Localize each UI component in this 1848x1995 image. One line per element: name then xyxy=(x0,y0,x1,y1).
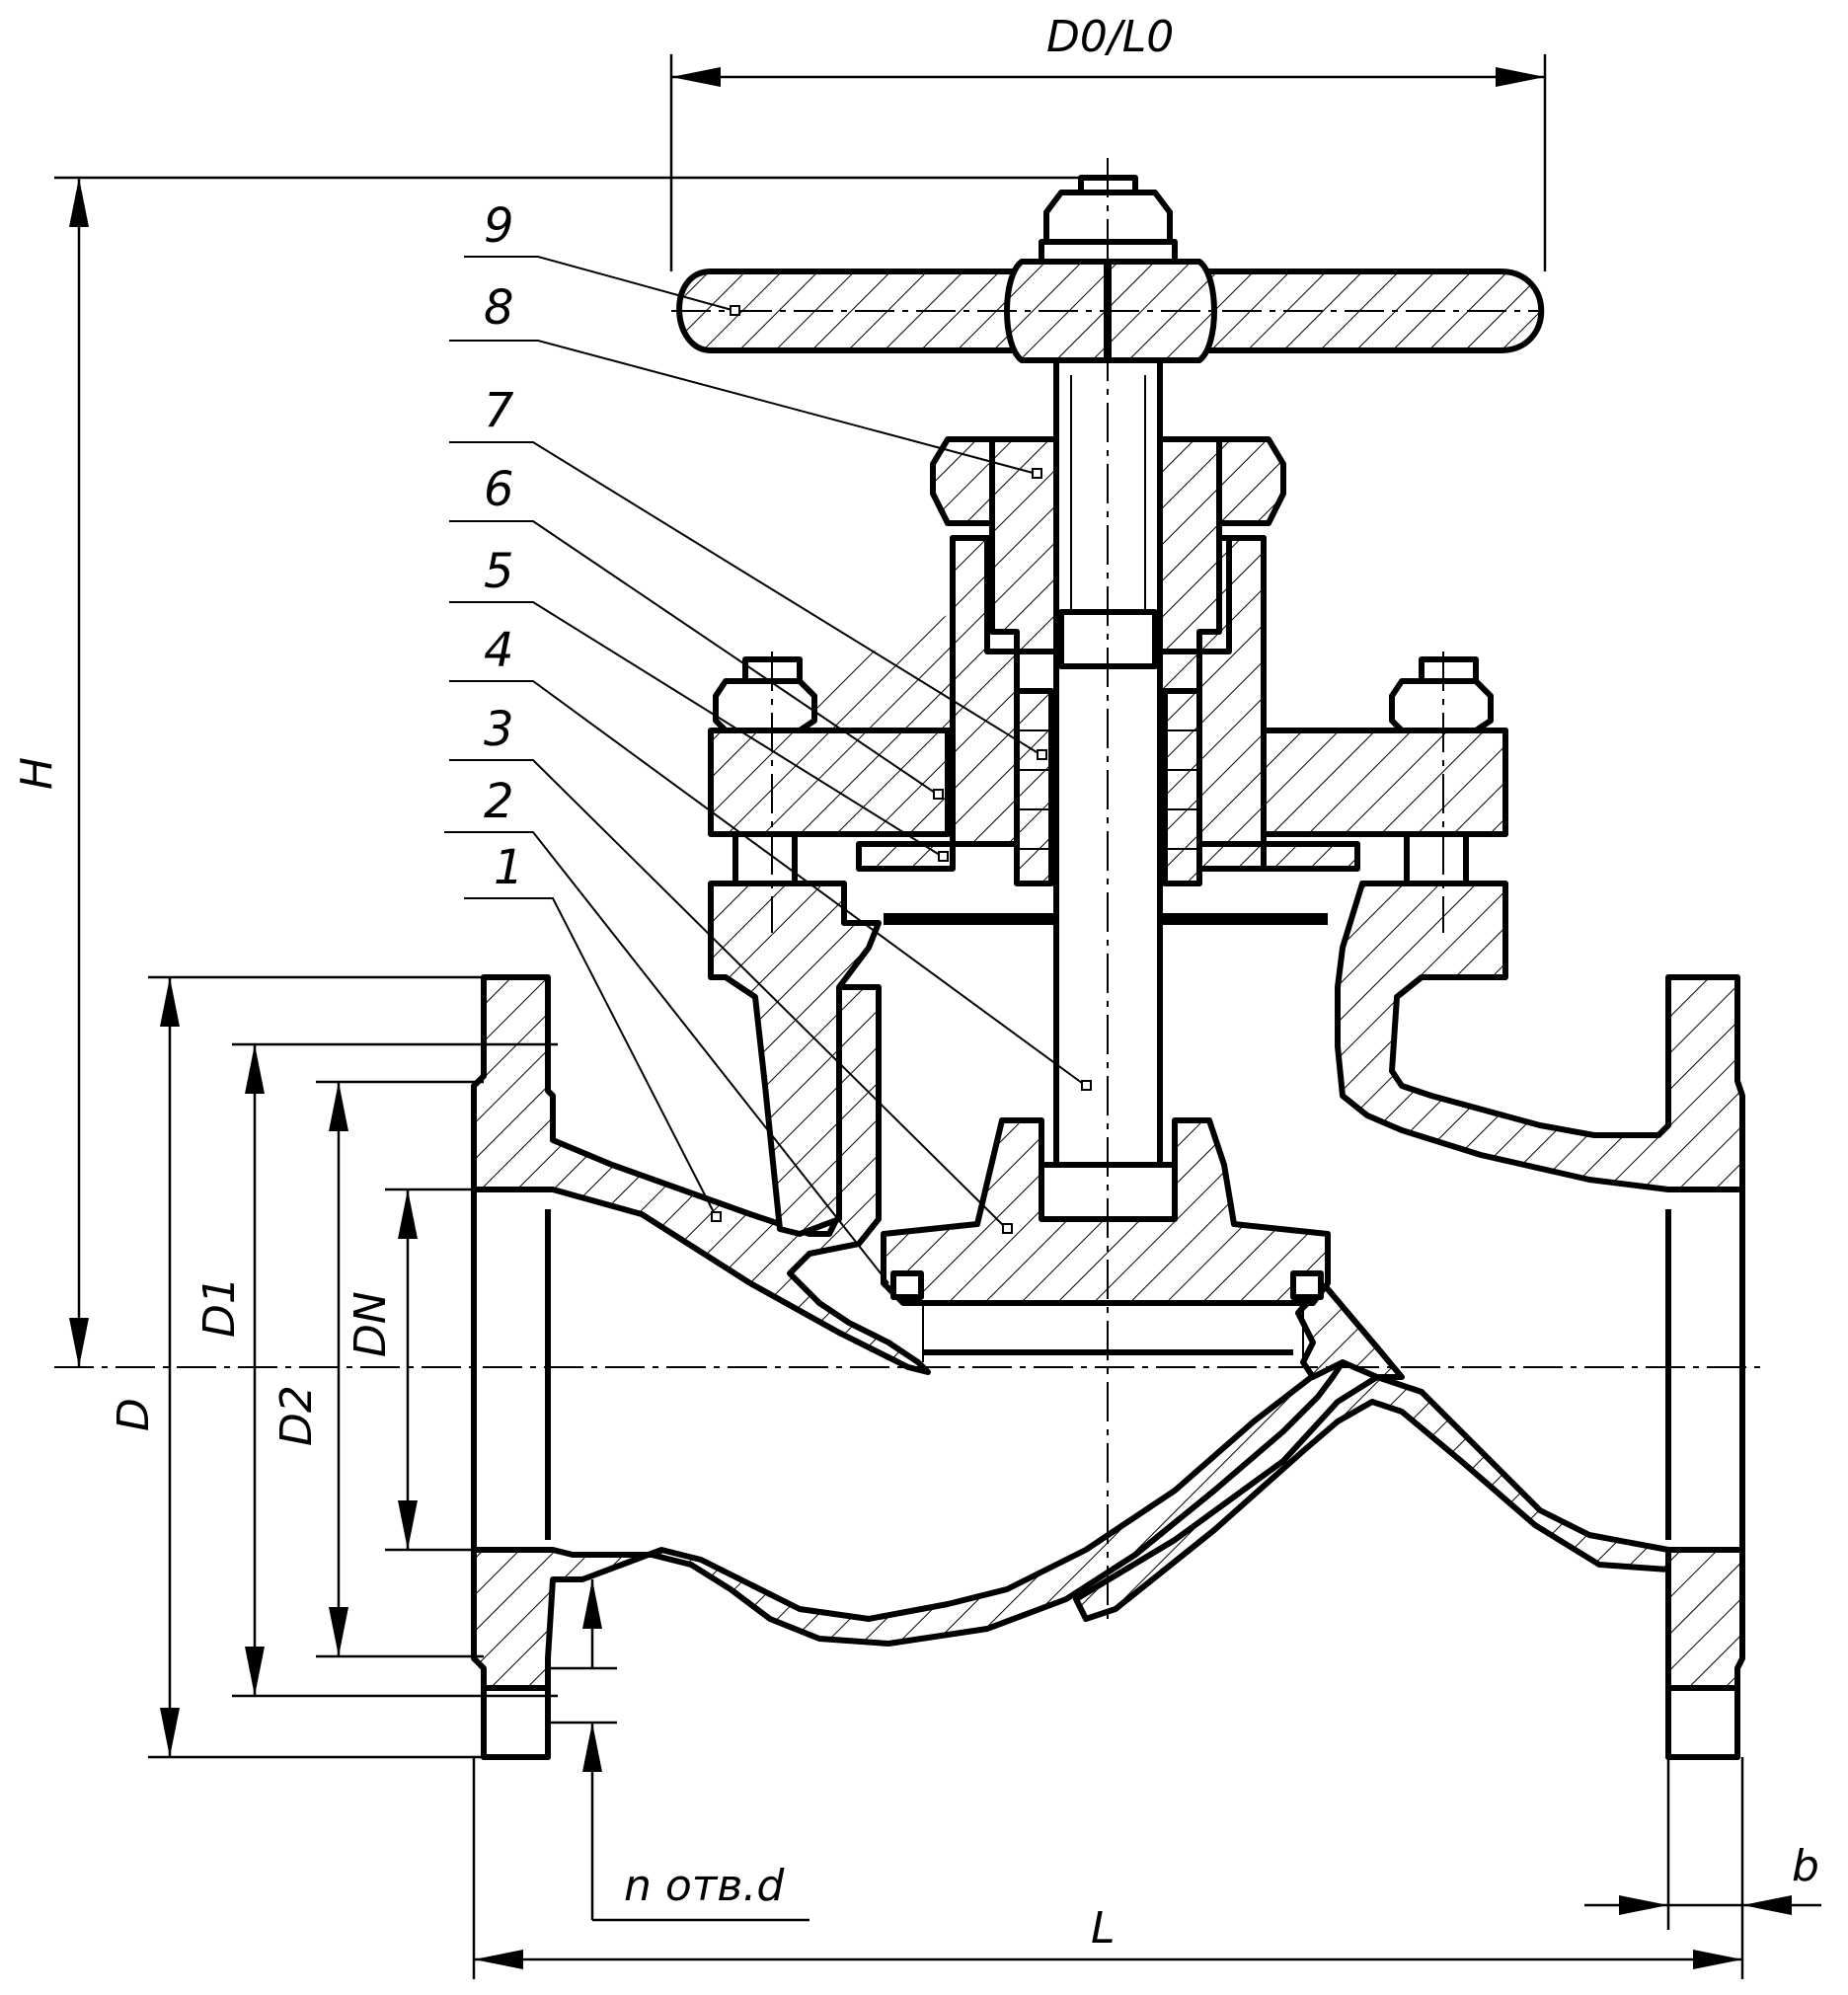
handwheel xyxy=(676,175,1545,363)
flange-thickness-label: b xyxy=(1792,1841,1819,1891)
callout-9: 9 xyxy=(484,198,514,254)
callout-leaders xyxy=(444,256,1092,1284)
bolt-circle-label: D1 xyxy=(194,1276,245,1338)
valve-body xyxy=(471,881,1745,1760)
callout-1: 1 xyxy=(494,840,524,895)
nominal-bore-label: DN xyxy=(346,1291,396,1357)
callout-numbers: 9 8 7 6 5 4 3 2 1 xyxy=(484,198,524,895)
callout-4: 4 xyxy=(484,623,514,678)
dimension-lines xyxy=(54,54,1821,1979)
handwheel-dim-label: D0/L0 xyxy=(1046,12,1174,62)
callout-6: 6 xyxy=(484,462,514,517)
callout-3: 3 xyxy=(484,702,514,757)
dimension-labels: D0/L0 H D D1 D2 DN L b n отв.d xyxy=(12,12,1819,1954)
raised-face-label: D2 xyxy=(271,1385,322,1446)
height-dim-label: H xyxy=(12,757,62,790)
length-dim-label: L xyxy=(1091,1903,1116,1954)
outer-diameter-label: D xyxy=(109,1398,159,1431)
callout-8: 8 xyxy=(484,280,514,336)
gland-nut xyxy=(930,436,1286,654)
holes-label: n отв.d xyxy=(624,1861,785,1911)
callout-2: 2 xyxy=(484,774,514,829)
callout-5: 5 xyxy=(484,544,514,599)
centre-lines xyxy=(54,158,1762,1619)
callout-7: 7 xyxy=(484,383,514,438)
